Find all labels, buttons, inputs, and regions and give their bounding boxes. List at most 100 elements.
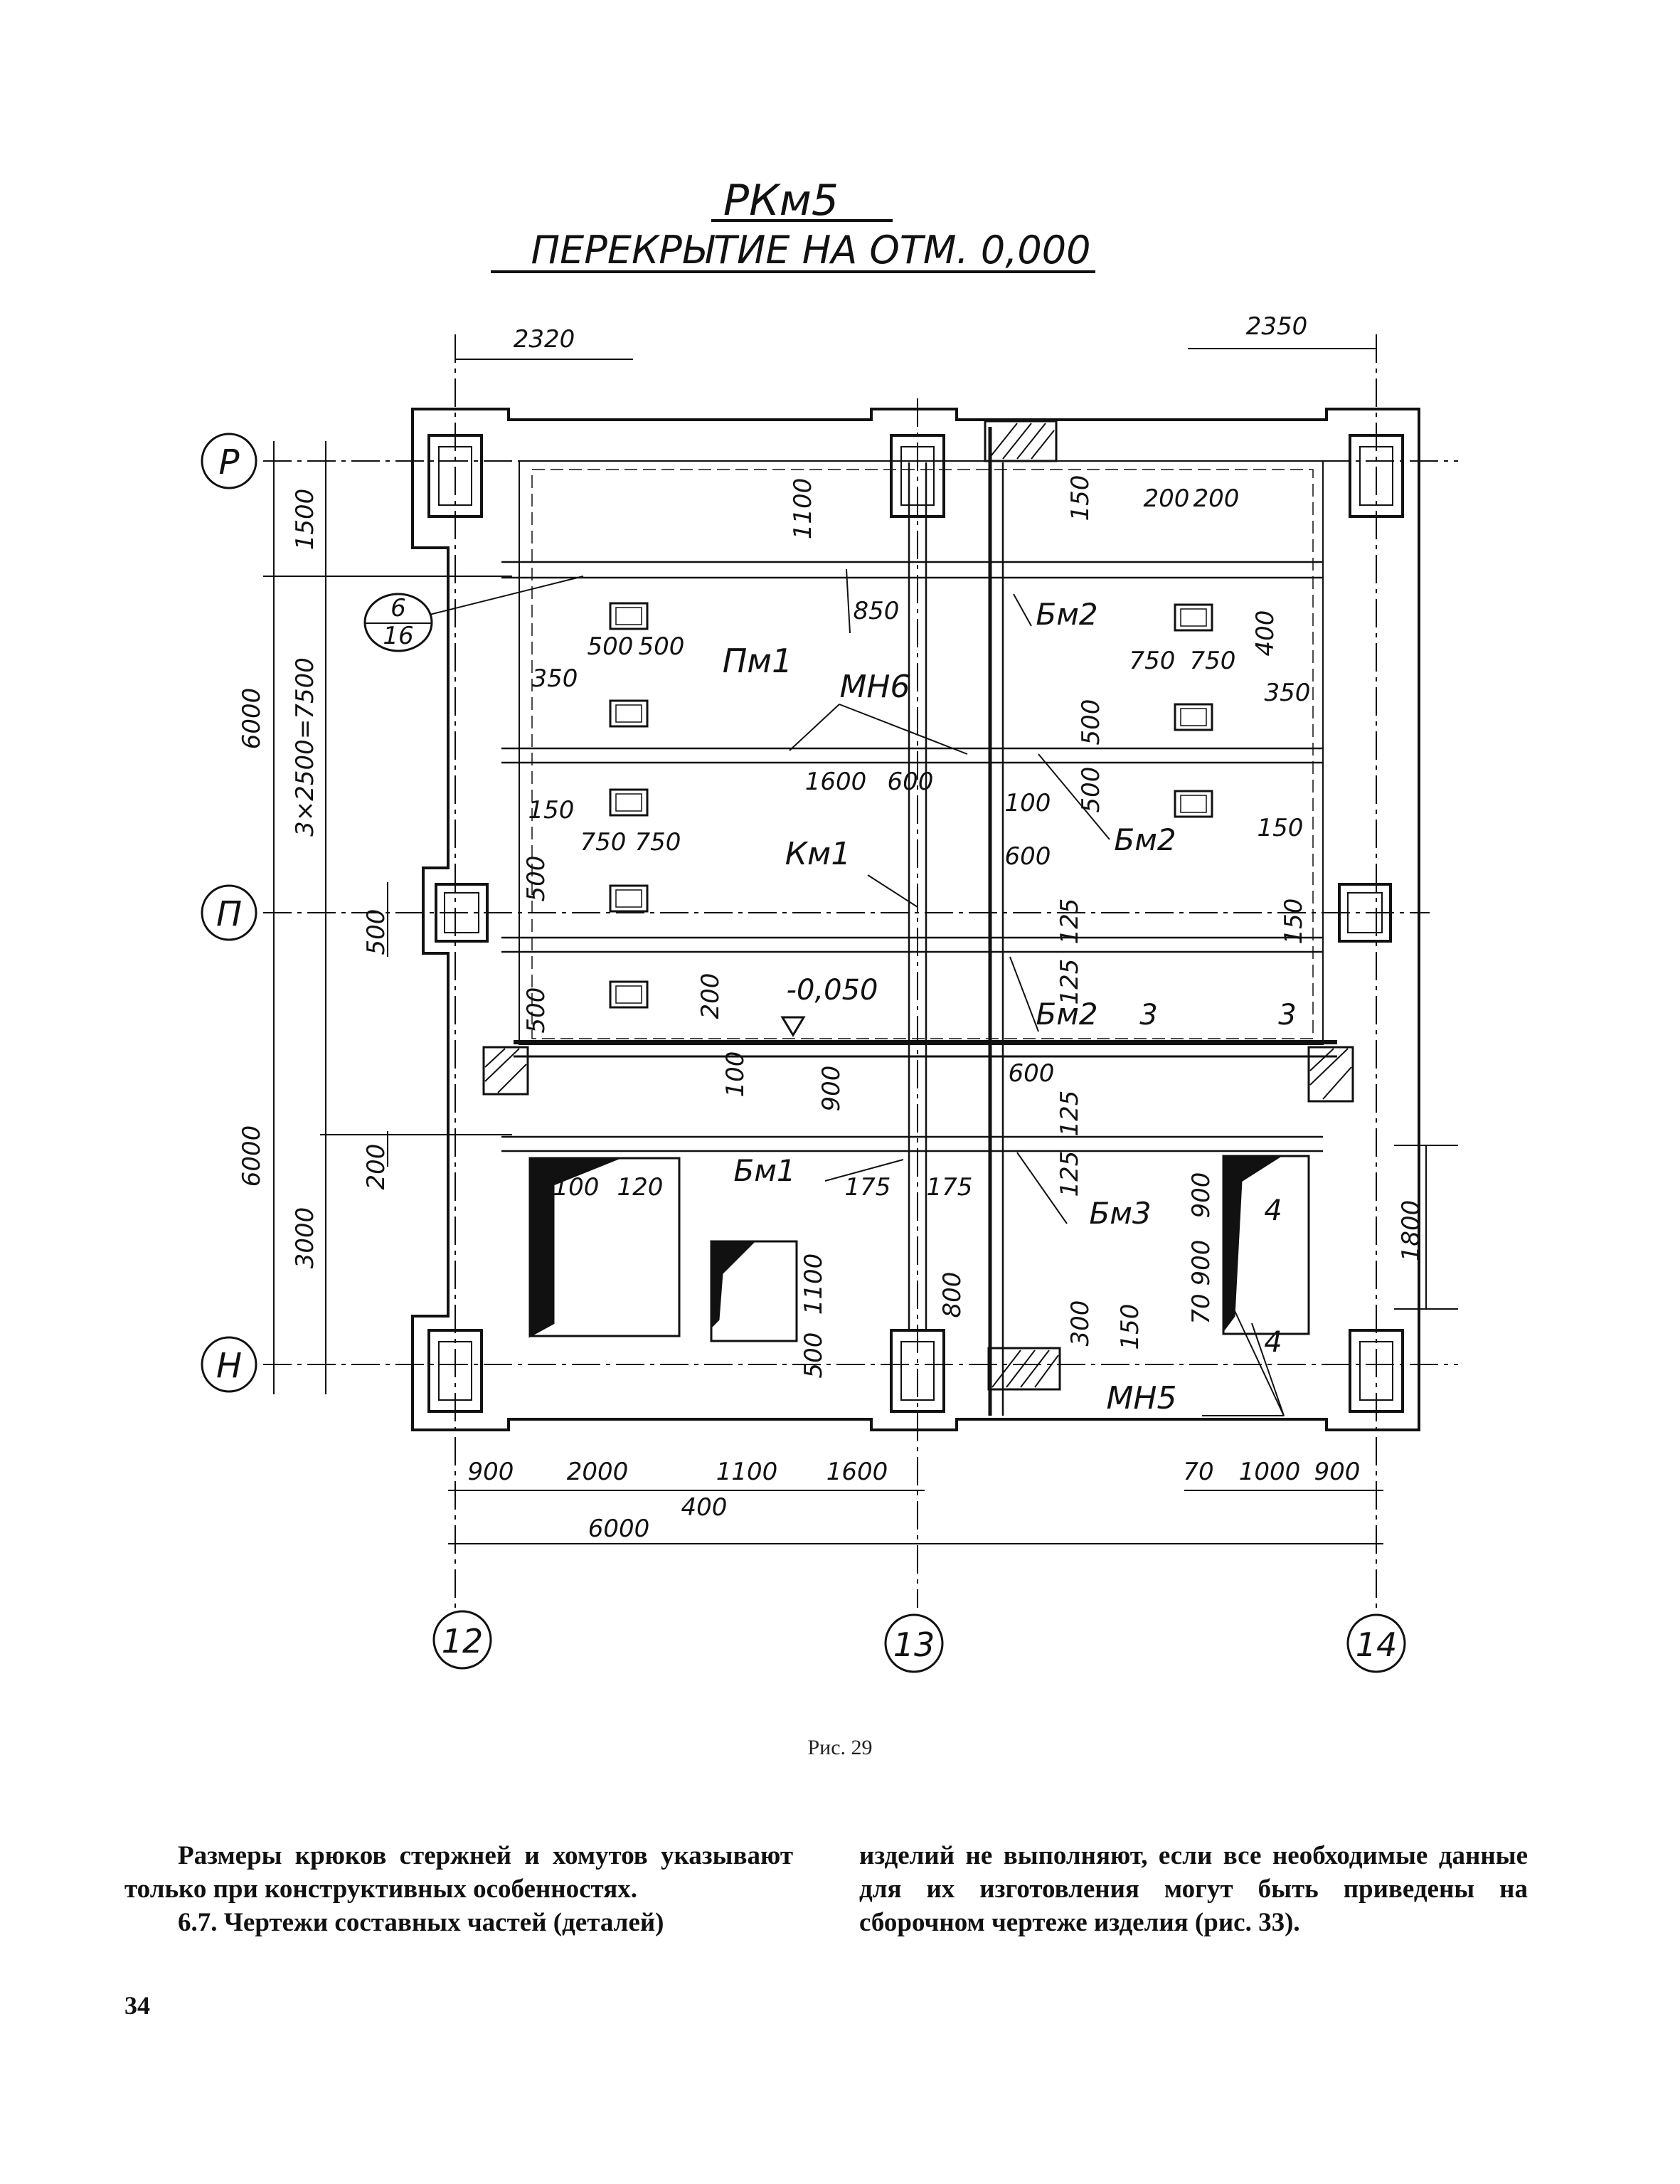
dim-850: 850 — [854, 597, 900, 625]
dim-800: 800 — [938, 1272, 967, 1318]
level-mark: -0,050 — [787, 974, 878, 1007]
dim-b2000: 2000 — [567, 1458, 629, 1486]
dim-r150c: 150 — [1280, 898, 1308, 945]
page-number: 34 — [124, 1991, 150, 2020]
mark-pm1: Пм1 — [723, 642, 793, 680]
dim-120: 120 — [617, 1173, 664, 1202]
dim-r70a: 70 — [1187, 1293, 1216, 1324]
callout-bottom: 16 — [383, 622, 413, 650]
dim-r600b: 600 — [1009, 1059, 1055, 1088]
section-mark-3a: 3 — [1139, 999, 1157, 1032]
dim-b1000: 1000 — [1239, 1458, 1301, 1486]
figure-caption: Рис. 29 — [807, 1736, 873, 1759]
dim-200a: 200 — [696, 973, 725, 1019]
mark-bm3: Бм3 — [1089, 1196, 1151, 1231]
dim-175b: 175 — [927, 1173, 973, 1202]
dim-r150b: 150 — [1258, 814, 1304, 842]
dim-175a: 175 — [845, 1173, 891, 1202]
dim-r125d: 125 — [1056, 1151, 1084, 1197]
axis-label-col-13: 13 — [893, 1626, 935, 1664]
dim-500c: 500 — [522, 856, 551, 902]
dim-b70: 70 — [1183, 1458, 1213, 1486]
dim-900a: 900 — [817, 1066, 846, 1112]
dim-1100b: 1100 — [799, 1253, 828, 1315]
dim-500e: 500 — [799, 1332, 828, 1379]
dim-r300: 300 — [1066, 1300, 1095, 1347]
dim-r1800: 1800 — [1397, 1200, 1425, 1262]
dim-top-left: 2320 — [514, 325, 575, 354]
dim-left-1500: 1500 — [291, 489, 319, 551]
axis-label-col-12: 12 — [442, 1622, 484, 1660]
dim-left-500: 500 — [362, 909, 390, 955]
dim-r200a: 200 — [1144, 484, 1190, 513]
dim-b900a: 900 — [468, 1458, 514, 1486]
dim-r500a: 500 — [1077, 699, 1105, 746]
dim-r750b: 750 — [1190, 647, 1236, 675]
callout-top: 6 — [390, 594, 406, 622]
dim-r200b: 200 — [1193, 484, 1240, 513]
dim-r125c: 125 — [1056, 1091, 1084, 1137]
dim-left-3000: 3000 — [291, 1207, 319, 1269]
dim-100b: 100 — [553, 1173, 600, 1202]
dim-500d: 500 — [522, 987, 551, 1034]
dimension-lines — [263, 348, 1458, 1544]
dim-b1600: 1600 — [826, 1458, 888, 1486]
axis-label-row-n: Н — [216, 1346, 242, 1386]
level-triangle — [780, 1016, 806, 1037]
dim-b1100: 1100 — [716, 1458, 778, 1486]
dim-left-6000-top: 6000 — [238, 688, 266, 750]
dim-left-6000-bottom: 6000 — [238, 1125, 266, 1187]
dim-r150d: 150 — [1116, 1304, 1144, 1350]
dim-b400: 400 — [681, 1493, 728, 1522]
axis-label-col-14: 14 — [1356, 1626, 1398, 1664]
dim-500b: 500 — [639, 632, 685, 661]
mark-bm2-low: Бм2 — [1036, 997, 1097, 1032]
mark-bm1: Бм1 — [733, 1153, 795, 1188]
dim-r400: 400 — [1251, 610, 1280, 657]
mark-bm2-mid: Бм2 — [1114, 822, 1176, 857]
rib-lines — [501, 427, 1337, 1416]
embedded-plates — [609, 602, 1213, 1009]
dim-r900a: 900 — [1187, 1172, 1216, 1219]
drawing-title: РКм5 — [723, 176, 839, 226]
mark-km1: Км1 — [785, 836, 851, 872]
dim-600: 600 — [888, 768, 934, 796]
axis-bubbles — [201, 433, 1406, 1673]
mark-mn6: МН6 — [839, 669, 910, 705]
dim-r100: 100 — [1005, 789, 1051, 817]
slab-openings — [528, 1155, 1310, 1342]
section-mark-4a: 4 — [1264, 1194, 1282, 1227]
text-column-right: изделий не выполняют, если все необходим… — [859, 1839, 1528, 1939]
dim-left-200: 200 — [362, 1144, 390, 1190]
dim-b900b: 900 — [1314, 1458, 1361, 1486]
text-column-left: Размеры крюков стержней и хомутов указыв… — [124, 1839, 793, 1939]
mark-mn5: МН5 — [1106, 1380, 1176, 1416]
axis-label-row-r: Р — [219, 442, 240, 482]
dim-r125a: 125 — [1056, 898, 1084, 945]
dim-r350: 350 — [1265, 679, 1311, 707]
dim-350: 350 — [532, 664, 578, 693]
axis-label-row-p: П — [216, 894, 242, 934]
dim-750a: 750 — [580, 828, 627, 857]
dim-r500b: 500 — [1077, 767, 1105, 813]
dim-1100: 1100 — [789, 478, 817, 540]
dim-left-3x2500: 3×2500=7500 — [291, 657, 319, 837]
section-mark-3b: 3 — [1278, 999, 1296, 1032]
dim-750b: 750 — [635, 828, 681, 857]
column-pockets — [427, 434, 1404, 1413]
drawing-subtitle: ПЕРЕКРЫТИЕ НА ОТМ. 0,000 — [531, 228, 1091, 272]
paragraph-hooks: Размеры крюков стержней и хомутов указыв… — [124, 1841, 793, 1904]
dim-r150a: 150 — [1066, 475, 1095, 521]
dim-top-right: 2350 — [1246, 312, 1308, 341]
mark-bm2-top: Бм2 — [1036, 597, 1097, 632]
section-mark-4b: 4 — [1264, 1326, 1282, 1359]
dim-150a: 150 — [528, 796, 575, 825]
paragraph-continuation: изделий не выполняют, если все необходим… — [859, 1841, 1528, 1937]
dim-r125b: 125 — [1056, 959, 1084, 1005]
dim-100a: 100 — [721, 1051, 750, 1098]
hatched-supports — [482, 420, 1354, 1391]
grid-axes — [263, 334, 1458, 1608]
section-callout — [363, 593, 433, 652]
dim-1600: 1600 — [805, 768, 867, 796]
dim-b6000: 6000 — [588, 1515, 650, 1543]
